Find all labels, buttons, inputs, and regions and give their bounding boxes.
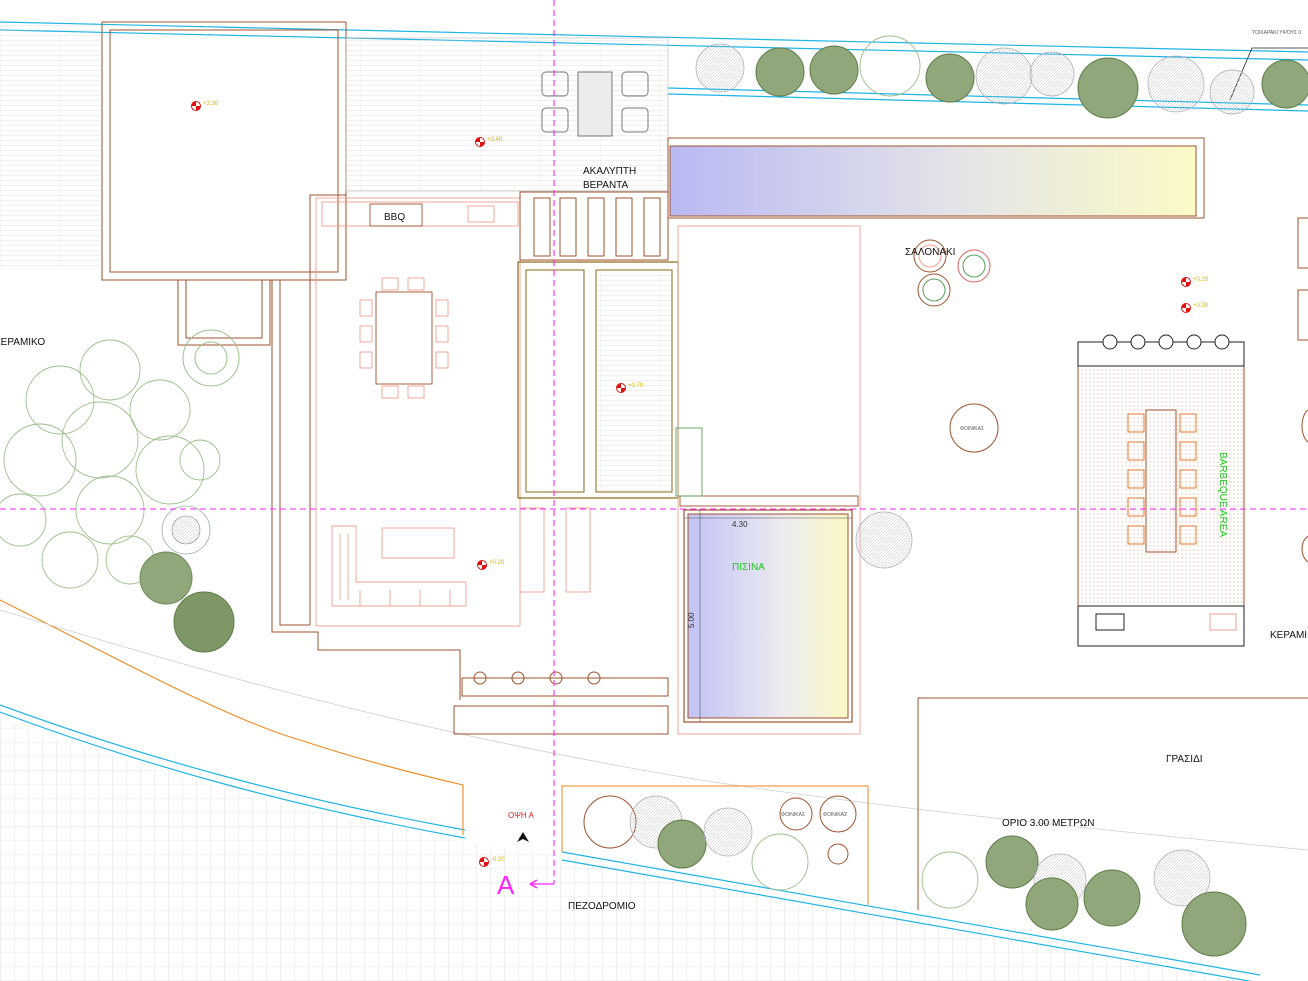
entry-bench: [453, 671, 669, 735]
tree-row-bottom: [629, 795, 1247, 957]
boundary-label: ΟΡΙΟ 3.00 ΜΕΤΡΩΝ: [1002, 818, 1095, 829]
palm-tree-mid: [949, 403, 999, 453]
elevation-arrow-icon: [517, 832, 529, 842]
planter-boxes: [519, 191, 669, 261]
pool-label: ΠΙΣΙΝΑ: [732, 562, 765, 573]
palm-label-mid: ΦΟΙΝΙΚΑΣ: [960, 426, 984, 432]
front-planter: [561, 785, 869, 905]
section-lines: [0, 0, 1308, 884]
sidewalk-label: ΠΕΖΟΔΡΟΜΙΟ: [568, 901, 636, 912]
terrace-decking: [345, 37, 669, 192]
palm-label-b: ΦΟΙΝΙΚΑΣ: [823, 812, 847, 818]
salonaki-seating: [913, 239, 991, 307]
pool-width-dim: 4.30: [732, 520, 748, 529]
wall-note-label: ΤΟΙΧΑΡΑΚΙ ΥΨΟΥΣ 0: [1252, 30, 1301, 36]
section-arrow: [529, 879, 554, 889]
tile-label-right: ΚΕΡΑΜΙ: [1270, 630, 1307, 641]
tree-row-top: [695, 35, 1308, 119]
street-paving: [0, 599, 1308, 981]
level-markers: [191, 101, 1191, 867]
tree-mid-right: [855, 511, 913, 569]
lawn-label: ΓΡΑΣΙΔΙ: [1166, 754, 1203, 765]
tree-small-left: [182, 329, 240, 387]
elevation-label: ΟΨΗ Α: [508, 811, 534, 820]
reflecting-pool: [667, 137, 1205, 219]
swimming-pool: [683, 509, 853, 723]
level-right-2: +0.00: [1193, 303, 1209, 309]
pool-surround: [675, 225, 861, 735]
level-right-1: +0.20: [1193, 277, 1209, 283]
tree-cluster-large-left: [0, 339, 221, 589]
barbeque-area-label: BARBEQUE AREA: [1217, 452, 1228, 537]
pool-length-dim: 5.00: [687, 612, 696, 628]
outdoor-zone: [315, 197, 591, 627]
level-house: +3.30: [203, 101, 219, 107]
veranda-label-line1: ΑΚΑΛΥΠΤΗ: [583, 166, 636, 177]
lawn-outline: [917, 697, 1308, 910]
palm-label-a: ΦΟΙΝΙΚΑΣ: [781, 812, 805, 818]
bbq-label: BBQ: [384, 212, 405, 223]
veranda-label-line2: ΒΕΡΑΝΤΑ: [583, 180, 629, 191]
right-edge-stubs: [1297, 217, 1308, 563]
veranda-table-set: [541, 71, 649, 137]
central-deck: [517, 261, 679, 499]
salonaki-label: ΣΑΛΟΝΑΚΙ: [905, 247, 955, 258]
level-terrace: +0.40: [487, 137, 503, 143]
left-strip-hatch: [0, 22, 102, 270]
section-letter: A: [497, 870, 515, 900]
tile-label-left: ΚΕΡΑΜΙΚΟ: [0, 337, 45, 348]
tree-dark-left: [139, 505, 235, 653]
level-entry: -0.20: [491, 857, 505, 863]
level-lounge: +0.20: [489, 560, 505, 566]
level-center: +0.70: [628, 383, 644, 389]
barbeque-area: [1077, 334, 1245, 647]
